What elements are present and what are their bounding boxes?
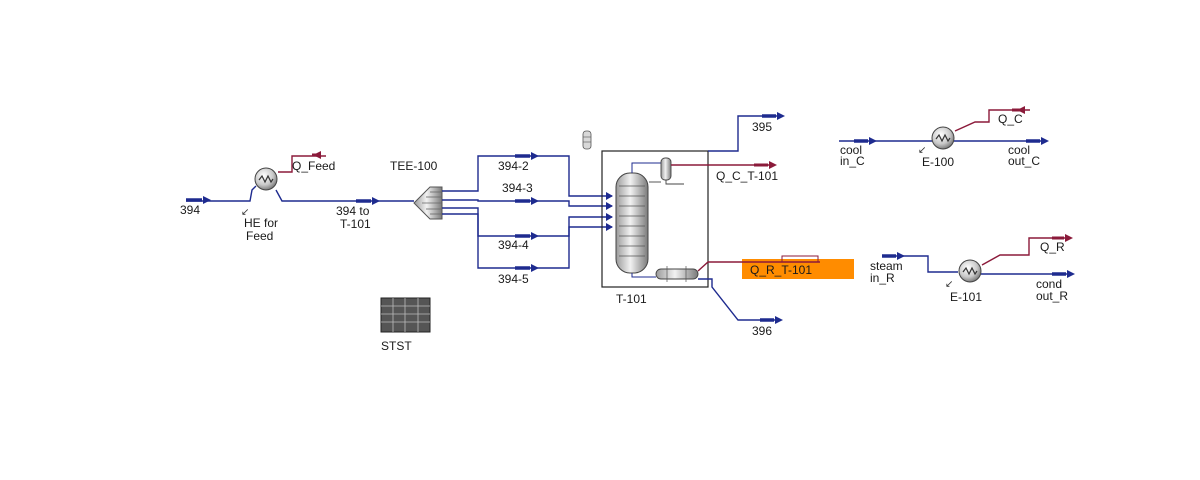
- stream-394-4[interactable]: [442, 207, 613, 240]
- cool-out-label-1: cool: [1008, 143, 1030, 157]
- stream-q-c[interactable]: [954, 106, 1030, 132]
- stream-q-feed-label: Q_Feed: [292, 159, 335, 173]
- heater-he-feed[interactable]: [254, 167, 278, 191]
- stream-394-label: 394: [180, 203, 200, 217]
- stream-396[interactable]: [698, 278, 783, 324]
- cond-out-label-2: out_R: [1036, 289, 1068, 303]
- stream-394-5-label: 394-5: [498, 272, 529, 286]
- stream-394-to-t101[interactable]: [275, 189, 414, 205]
- stream-394-2[interactable]: [442, 152, 613, 200]
- stream-q-c-label: Q_C: [998, 112, 1023, 126]
- stream-394-5[interactable]: [442, 213, 613, 272]
- stream-394-3-label: 394-3: [502, 181, 533, 195]
- settings-arrow-icon: ↙: [945, 279, 953, 290]
- spreadsheet-label: STST: [381, 339, 412, 353]
- settings-arrow-icon: ↙: [918, 145, 926, 156]
- stream-q-r[interactable]: [981, 234, 1073, 266]
- stream-q-feed[interactable]: [278, 151, 326, 173]
- cool-in-label-1: cool: [840, 143, 862, 157]
- stream-394-to-label-2: T-101: [340, 217, 371, 231]
- heater-e101[interactable]: [958, 259, 982, 283]
- stream-394-to-label-1: 394 to: [336, 204, 370, 218]
- steam-in-label-2: in_R: [870, 271, 895, 285]
- stream-q-r-label: Q_R: [1040, 240, 1065, 254]
- stream-steam-in-r[interactable]: [882, 252, 958, 273]
- stream-q-r-t101-label: Q_R_T-101: [750, 263, 812, 277]
- cool-in-label-2: in_C: [840, 154, 865, 168]
- stream-cond-out-r[interactable]: [981, 270, 1075, 278]
- stream-394-4-label: 394-4: [498, 238, 529, 252]
- steam-in-label-1: steam: [870, 259, 903, 273]
- stream-cool-out-c[interactable]: [954, 137, 1049, 145]
- distillation-column-t101[interactable]: [601, 150, 709, 288]
- tee-label: TEE-100: [390, 159, 438, 173]
- stream-395[interactable]: [708, 112, 785, 152]
- stream-q-r-t101[interactable]: [697, 255, 854, 279]
- stream-q-c-t101[interactable]: [671, 161, 777, 169]
- spreadsheet-icon[interactable]: [380, 297, 431, 333]
- cool-out-label-2: out_C: [1008, 154, 1040, 168]
- stream-cool-in-c[interactable]: [839, 137, 932, 145]
- stream-394-3[interactable]: [442, 197, 613, 210]
- stream-395-label: 395: [752, 120, 772, 134]
- cond-out-label-1: cond: [1036, 277, 1062, 291]
- tee-splitter[interactable]: [413, 186, 443, 220]
- stream-394[interactable]: [186, 196, 246, 204]
- stream-q-c-t101-label: Q_C_T-101: [716, 169, 778, 183]
- stream-394-2-label: 394-2: [498, 159, 529, 173]
- e101-label: E-101: [950, 290, 982, 304]
- he-feed-label-1: HE for: [244, 216, 278, 230]
- column-label: T-101: [616, 292, 647, 306]
- he-feed-label-2: Feed: [246, 229, 273, 243]
- stream-396-label: 396: [752, 324, 772, 338]
- settings-arrow-icon: ↙: [241, 207, 249, 218]
- subflowsheet-icon[interactable]: [582, 130, 592, 150]
- heater-e100[interactable]: [931, 126, 955, 150]
- e100-label: E-100: [922, 155, 954, 169]
